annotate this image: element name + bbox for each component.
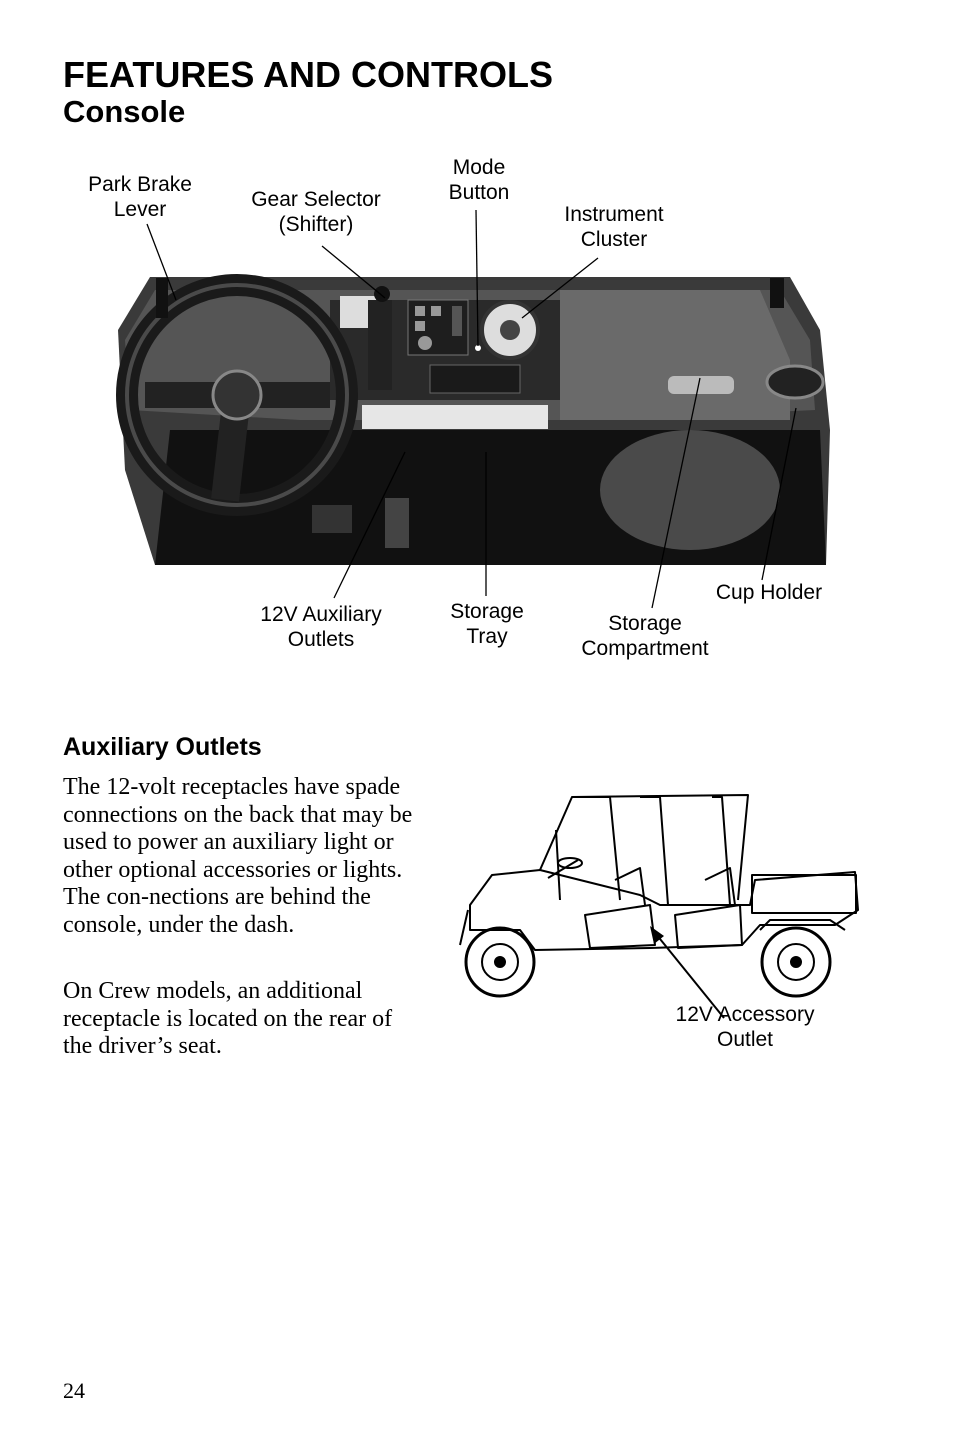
section-title-console: Console bbox=[63, 94, 186, 129]
page-title: FEATURES AND CONTROLS bbox=[63, 54, 553, 95]
label-12v-auxiliary-outlets: 12V Auxiliary Outlets bbox=[260, 603, 382, 651]
page-number: 24 bbox=[63, 1378, 85, 1403]
label-12v-accessory-outlet: 12V Accessory Outlet bbox=[675, 1003, 815, 1051]
label-storage-compartment: Storage Compartment bbox=[581, 612, 709, 660]
label-instrument-cluster: Instrument Cluster bbox=[564, 203, 664, 251]
paragraph-crew-models: On Crew models, an additional receptacle… bbox=[63, 978, 393, 1059]
console-photo bbox=[116, 209, 830, 609]
label-storage-tray: Storage Tray bbox=[450, 600, 524, 648]
label-mode-button: Mode Button bbox=[448, 156, 510, 204]
paragraph-receptacles: The 12-volt receptacles have spade conne… bbox=[63, 774, 413, 938]
section-title-auxiliary-outlets: Auxiliary Outlets bbox=[63, 733, 262, 761]
label-cup-holder: Cup Holder bbox=[715, 581, 823, 604]
label-gear-selector: Gear Selector (Shifter) bbox=[251, 188, 381, 236]
label-park-brake-lever: Park Brake Lever bbox=[88, 173, 192, 221]
